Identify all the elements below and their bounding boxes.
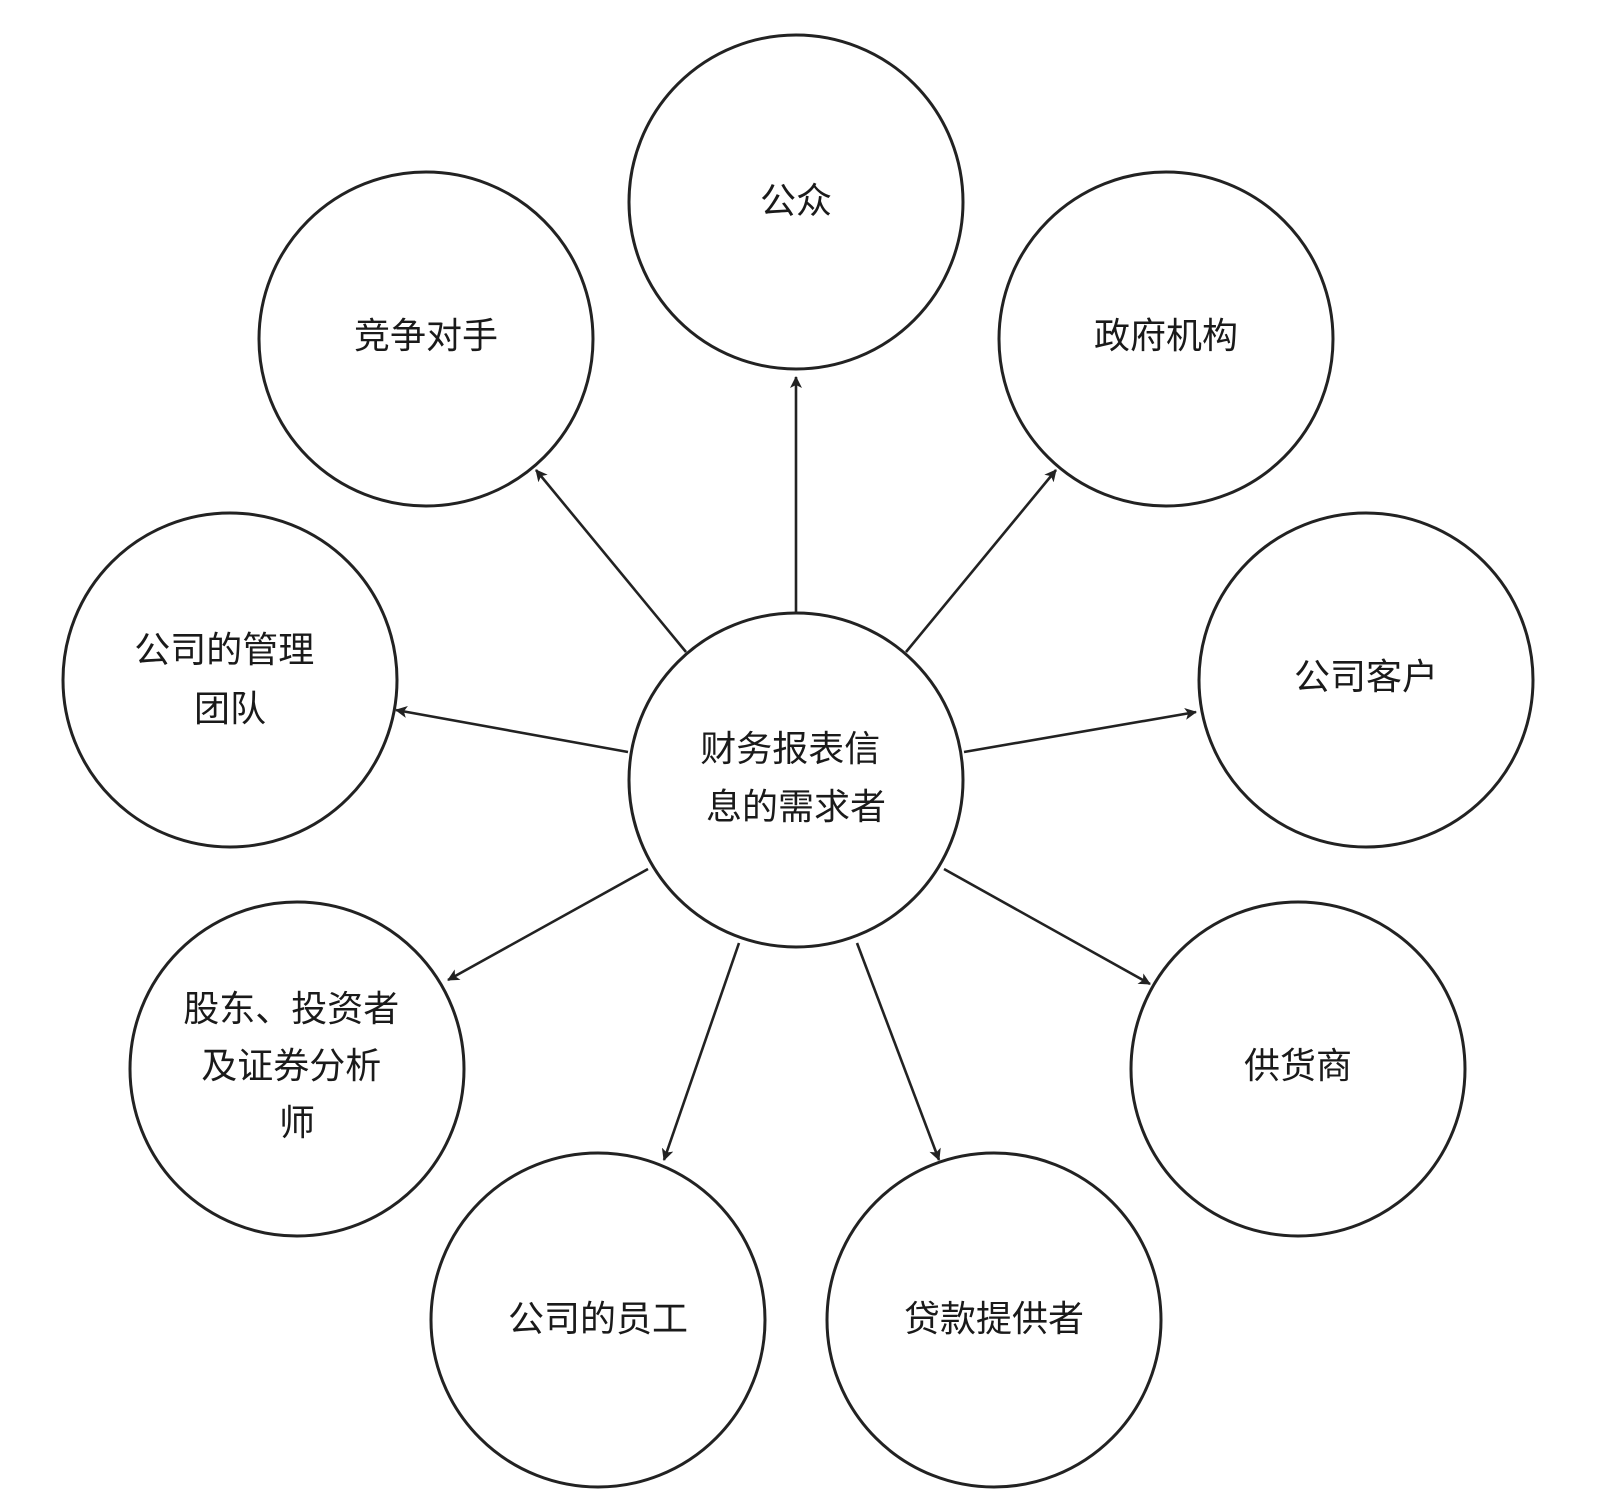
node-circle-employees — [429, 1151, 767, 1489]
node-shareholders: 股东、投资者 及证券分析 师 — [128, 900, 466, 1238]
node-suppliers: 供货商 — [1129, 900, 1467, 1238]
nodes: 财务报表信 息的需求者 公众 政府机构 公司客户 — [61, 33, 1535, 1489]
node-label-line: 公司客户 — [1294, 657, 1438, 698]
node-public: 公众 — [627, 33, 965, 371]
arrow-to-customers — [963, 707, 1197, 754]
node-circle-shareholders — [128, 900, 466, 1238]
node-label-line: 公司的员工 — [508, 1299, 688, 1340]
node-label-line: 息的需求者 — [706, 787, 886, 828]
node-label-customers: 公司客户 — [1294, 657, 1438, 698]
node-competitors: 竞争对手 — [257, 170, 595, 508]
arrow-to-competitors — [534, 469, 688, 653]
node-government: 政府机构 — [997, 170, 1335, 508]
node-employees: 公司的员工 — [429, 1151, 767, 1489]
node-label-center: 财务报表信 息的需求者 — [700, 729, 891, 828]
node-label-line: 公众 — [760, 181, 832, 222]
node-lenders: 贷款提供者 — [825, 1151, 1163, 1489]
node-management: 公司的管理 团队 — [61, 511, 399, 849]
node-label-government: 政府机构 — [1094, 316, 1238, 357]
node-circle-customers — [1197, 511, 1535, 849]
arrow-to-government — [904, 469, 1058, 653]
node-label-employees: 公司的员工 — [508, 1299, 688, 1340]
node-circle-center — [627, 611, 965, 949]
node-label-shareholders: 股东、投资者 及证券分析 师 — [183, 989, 410, 1144]
node-label-line: 贷款提供者 — [904, 1299, 1084, 1340]
node-circle-competitors — [257, 170, 595, 508]
node-label-line: 竞争对手 — [354, 316, 498, 357]
node-circle-government — [997, 170, 1335, 508]
node-label-lenders: 贷款提供者 — [904, 1299, 1084, 1340]
node-circle-lenders — [825, 1151, 1163, 1489]
node-label-suppliers: 供货商 — [1244, 1046, 1352, 1087]
node-label-line: 团队 — [194, 689, 266, 730]
node-label-management: 公司的管理 团队 — [134, 630, 325, 730]
node-label-line: 财务报表信 — [700, 729, 880, 770]
node-customers: 公司客户 — [1197, 511, 1535, 849]
node-center: 财务报表信 息的需求者 — [627, 611, 965, 949]
node-label-public: 公众 — [760, 181, 832, 222]
edges — [395, 376, 1197, 1161]
node-label-line: 政府机构 — [1094, 316, 1238, 357]
node-circle-management — [61, 511, 399, 849]
node-label-competitors: 竞争对手 — [354, 316, 498, 357]
arrow-to-management — [395, 706, 629, 754]
node-label-line: 股东、投资者 — [183, 989, 399, 1030]
node-label-line: 及证券分析 — [201, 1046, 381, 1087]
node-label-line: 师 — [279, 1103, 315, 1144]
arrow-to-employees — [661, 942, 741, 1161]
node-circle-suppliers — [1129, 900, 1467, 1238]
node-circle-public — [627, 33, 965, 371]
node-label-line: 供货商 — [1244, 1046, 1352, 1087]
node-label-line: 公司的管理 — [134, 630, 314, 671]
arrow-to-lenders — [855, 942, 941, 1161]
arrow-to-suppliers — [943, 867, 1151, 986]
arrow-to-shareholders — [447, 867, 649, 982]
